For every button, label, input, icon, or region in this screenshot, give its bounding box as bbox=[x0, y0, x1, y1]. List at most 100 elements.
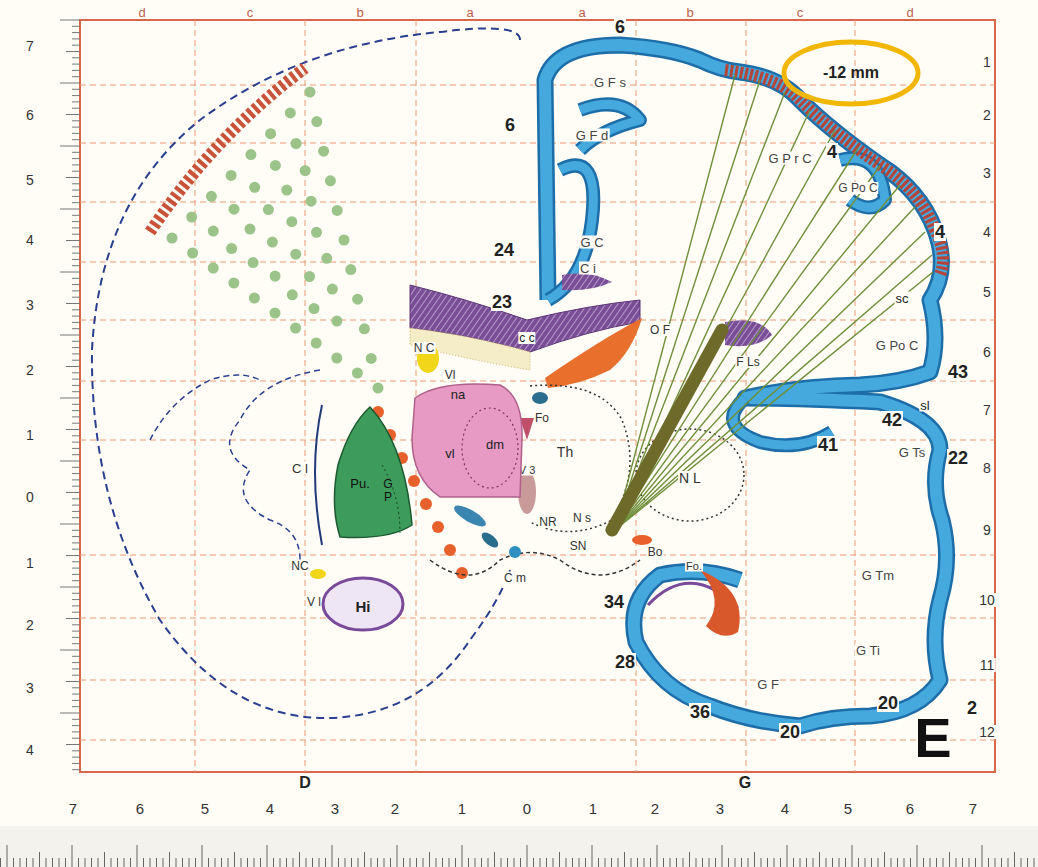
ruler-tick bbox=[1014, 852, 1015, 867]
ruler-tick bbox=[72, 70, 80, 71]
ruler-tick bbox=[234, 852, 235, 867]
anatomy-label: 1 bbox=[457, 801, 467, 816]
ruler-tick bbox=[72, 675, 80, 676]
blue-structure bbox=[479, 530, 501, 551]
ruler-tick bbox=[72, 32, 80, 33]
ruler-tick bbox=[507, 858, 508, 867]
anatomy-label: C m bbox=[503, 572, 527, 584]
ruler-tick bbox=[66, 177, 80, 178]
ruler-tick bbox=[150, 858, 151, 867]
ruler-tick bbox=[839, 858, 840, 867]
ruler-tick bbox=[195, 858, 196, 867]
ruler-tick bbox=[72, 215, 80, 216]
ruler-tick bbox=[137, 845, 138, 867]
ruler-tick bbox=[60, 650, 80, 651]
ruler-tick bbox=[72, 76, 80, 77]
anatomy-label: 5 bbox=[200, 801, 210, 816]
ruler-tick bbox=[241, 858, 242, 867]
ruler-tick bbox=[66, 303, 80, 304]
electrode-dot bbox=[228, 278, 239, 289]
ruler-tick bbox=[72, 353, 80, 354]
area-number: 34 bbox=[603, 593, 625, 611]
ruler-tick bbox=[72, 64, 80, 65]
electrode-dot bbox=[267, 237, 278, 248]
ruler-tick bbox=[312, 858, 313, 867]
ruler-tick bbox=[72, 599, 80, 600]
ruler-tick bbox=[670, 858, 671, 867]
ruler-tick bbox=[696, 858, 697, 867]
ruler-tick bbox=[546, 858, 547, 867]
ruler-tick bbox=[66, 681, 80, 682]
ruler-tick bbox=[761, 858, 762, 867]
electrode-dot bbox=[285, 107, 296, 118]
ruler-tick bbox=[273, 858, 274, 867]
ruler-tick bbox=[72, 227, 80, 228]
ruler-tick bbox=[60, 461, 80, 462]
ruler-tick bbox=[72, 152, 80, 153]
electrode-dot bbox=[352, 368, 363, 379]
electrode-dot bbox=[311, 227, 322, 238]
ruler-tick bbox=[488, 858, 489, 867]
anatomy-label: sc bbox=[895, 292, 910, 305]
anatomy-label: 3 bbox=[25, 681, 35, 695]
cingulum bbox=[562, 274, 612, 291]
caudate bbox=[310, 569, 326, 579]
ruler-tick bbox=[72, 127, 80, 128]
electrode-dot bbox=[321, 253, 332, 264]
area-number: 36 bbox=[689, 703, 711, 721]
anatomy-label: b bbox=[685, 6, 694, 19]
ruler-tick bbox=[66, 240, 80, 241]
anatomy-label: 3 bbox=[25, 298, 35, 312]
ruler-tick bbox=[72, 133, 80, 134]
ruler-tick bbox=[923, 858, 924, 867]
ruler-tick bbox=[72, 190, 80, 191]
grid-line bbox=[195, 20, 196, 772]
ruler-tick bbox=[663, 858, 664, 867]
ruler-tick bbox=[66, 114, 80, 115]
ruler-tick bbox=[72, 473, 80, 474]
electrode-dot bbox=[245, 149, 256, 160]
ruler-tick bbox=[676, 858, 677, 867]
fiber-line bbox=[615, 185, 900, 530]
ruler-tick bbox=[442, 858, 443, 867]
anatomy-label: 5 bbox=[843, 801, 853, 816]
ruler-tick bbox=[533, 858, 534, 867]
ruler-tick bbox=[72, 763, 80, 764]
ruler-tick bbox=[826, 858, 827, 867]
ruler-tick bbox=[72, 221, 80, 222]
electrode-dot bbox=[287, 289, 298, 300]
anatomy-label: Fo bbox=[534, 412, 550, 424]
stimulation-dot bbox=[420, 498, 432, 510]
ruler-tick bbox=[72, 328, 80, 329]
ruler-tick bbox=[566, 858, 567, 867]
ruler-tick bbox=[813, 858, 814, 867]
electrode-dot bbox=[327, 284, 338, 295]
anatomy-label: C l bbox=[291, 462, 309, 475]
ruler-tick bbox=[280, 858, 281, 867]
anatomy-label: 10 bbox=[978, 593, 996, 607]
ruler-tick bbox=[410, 858, 411, 867]
ruler-tick bbox=[819, 852, 820, 867]
ruler-tick bbox=[72, 769, 80, 770]
anatomy-label: 6 bbox=[135, 801, 145, 816]
ruler-tick bbox=[988, 858, 989, 867]
ruler-tick bbox=[72, 253, 80, 254]
electrode-dot bbox=[339, 235, 350, 246]
ruler-tick bbox=[66, 618, 80, 619]
blue-structure bbox=[532, 392, 548, 404]
ruler-tick bbox=[72, 423, 80, 424]
electrode-dot bbox=[248, 257, 259, 268]
area-number: 24 bbox=[493, 241, 515, 259]
ruler-tick bbox=[332, 845, 333, 867]
ruler-tick bbox=[72, 278, 80, 279]
ruler-tick bbox=[143, 858, 144, 867]
area-number: 28 bbox=[614, 653, 636, 671]
blue-structure bbox=[509, 546, 521, 558]
electrode-dot bbox=[208, 226, 219, 237]
ruler-tick bbox=[436, 858, 437, 867]
ruler-tick bbox=[293, 858, 294, 867]
electrode-dot bbox=[345, 264, 356, 275]
ruler-tick bbox=[72, 530, 80, 531]
anatomy-label: G P r C bbox=[767, 152, 812, 165]
ruler-tick bbox=[468, 858, 469, 867]
